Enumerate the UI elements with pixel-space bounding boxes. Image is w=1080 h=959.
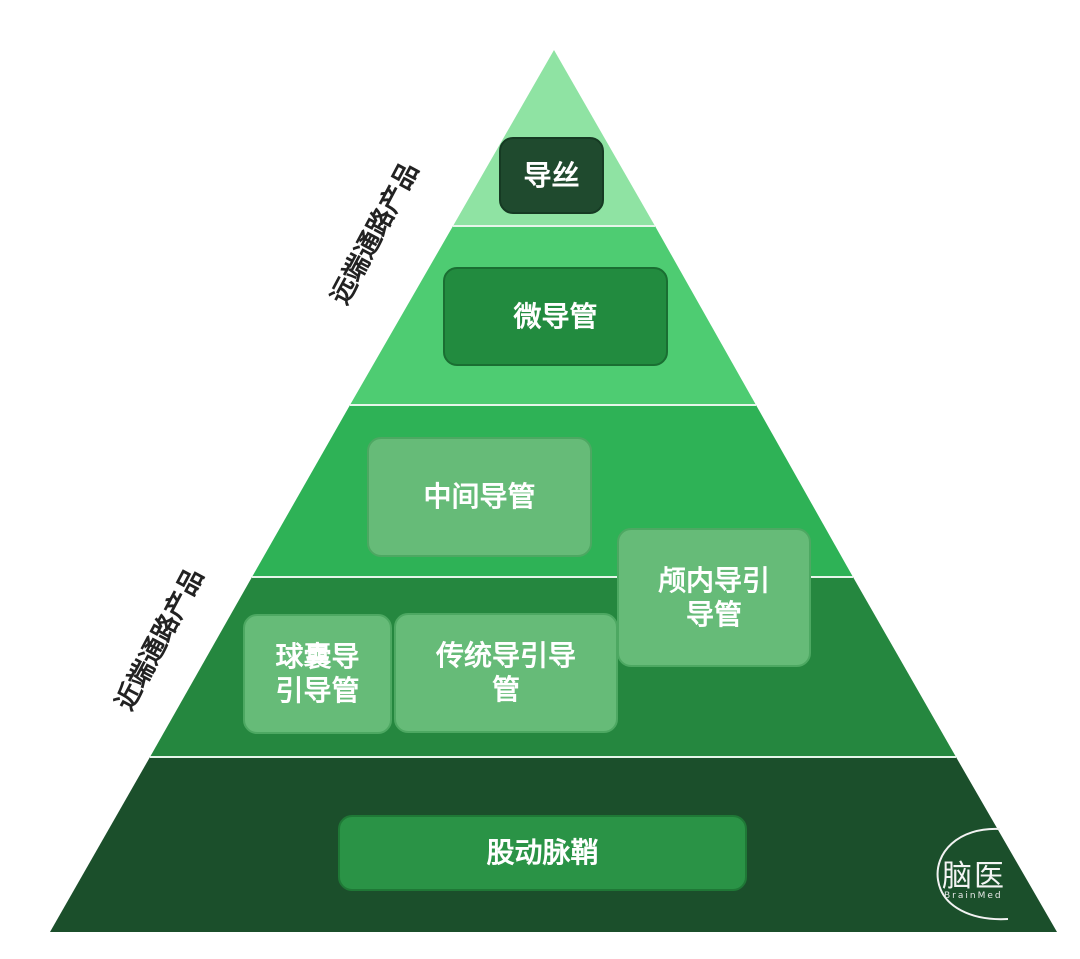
intracranial-guide-catheter-label-line1: 颅内导引 bbox=[657, 563, 770, 597]
watermark-circle-icon bbox=[936, 827, 1009, 921]
femoral-sheath-label: 股动脉鞘 bbox=[486, 836, 599, 869]
femoral-sheath-box: 股动脉鞘 bbox=[338, 815, 747, 891]
guidewire-box: 导丝 bbox=[499, 137, 604, 214]
traditional-guide-catheter-box: 传统导引导 管 bbox=[394, 613, 618, 733]
intracranial-guide-catheter-box: 颅内导引 导管 bbox=[617, 528, 811, 667]
balloon-guide-catheter-label-line2: 引导管 bbox=[275, 674, 360, 707]
balloon-guide-catheter-box: 球囊导 引导管 bbox=[243, 614, 392, 734]
traditional-guide-catheter-label-line1: 传统导引导 bbox=[435, 639, 576, 672]
watermark-logo: 脑医 BrainMed bbox=[930, 825, 1070, 925]
watermark-subtext: BrainMed bbox=[944, 891, 1003, 901]
guidewire-label: 导丝 bbox=[523, 158, 580, 192]
balloon-guide-catheter-label-line1: 球囊导 bbox=[275, 640, 360, 673]
microcatheter-box: 微导管 bbox=[443, 267, 668, 366]
traditional-guide-catheter-label-line2: 管 bbox=[491, 673, 520, 706]
intermediate-catheter-box: 中间导管 bbox=[367, 437, 592, 557]
intracranial-guide-catheter-label-line2: 导管 bbox=[685, 597, 742, 631]
microcatheter-label: 微导管 bbox=[513, 299, 598, 333]
watermark-text: 脑医 bbox=[942, 859, 1006, 894]
intermediate-catheter-label: 中间导管 bbox=[423, 480, 536, 513]
